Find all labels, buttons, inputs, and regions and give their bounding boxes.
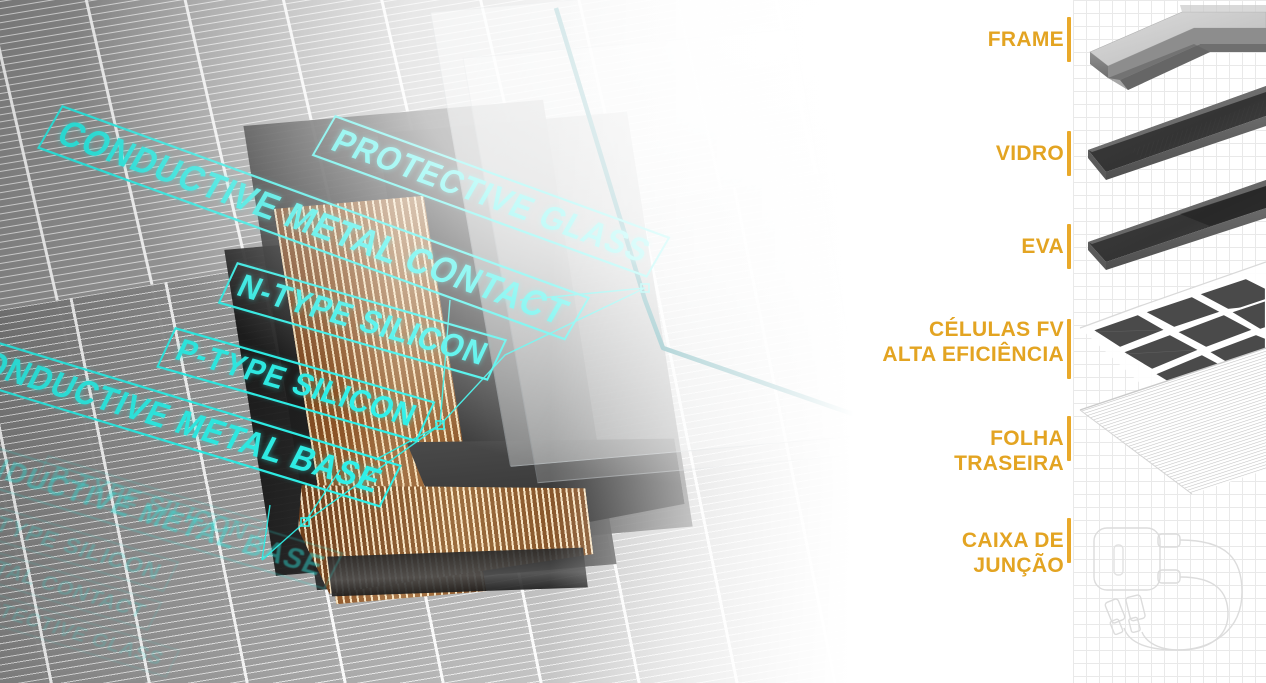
layer-art-eva	[1088, 180, 1266, 270]
tick-backsheet	[1067, 416, 1071, 461]
label-backsheet: FOLHA TRASEIRA	[954, 427, 1064, 475]
tick-eva	[1067, 224, 1071, 269]
layer-art-backsheet	[1079, 347, 1266, 495]
layer-art-junction-box	[1093, 527, 1243, 651]
label-cells: CÉLULAS FV ALTA EFICIÊNCIA	[882, 318, 1064, 366]
solar-cell-closeup-photo: CONDUCTIVE METAL CONTACT PROTECTIVE GLAS…	[0, 0, 880, 683]
tick-junction-box	[1067, 518, 1071, 563]
tick-cells	[1067, 319, 1071, 379]
exploded-layer-diagram: FRAME VIDRO EVA CÉLULAS FV ALTA EFICIÊNC…	[880, 0, 1266, 683]
layer-art-frame	[1089, 5, 1266, 90]
label-glass: VIDRO	[995, 142, 1064, 165]
layer-art-glass	[1088, 86, 1266, 180]
tick-glass	[1067, 131, 1071, 176]
label-frame: FRAME	[987, 28, 1064, 51]
tick-frame	[1067, 17, 1071, 62]
layer-artwork	[1079, 5, 1266, 651]
label-eva: EVA	[1021, 235, 1064, 258]
label-junction-box: CAIXA DE JUNÇÃO	[961, 529, 1064, 577]
